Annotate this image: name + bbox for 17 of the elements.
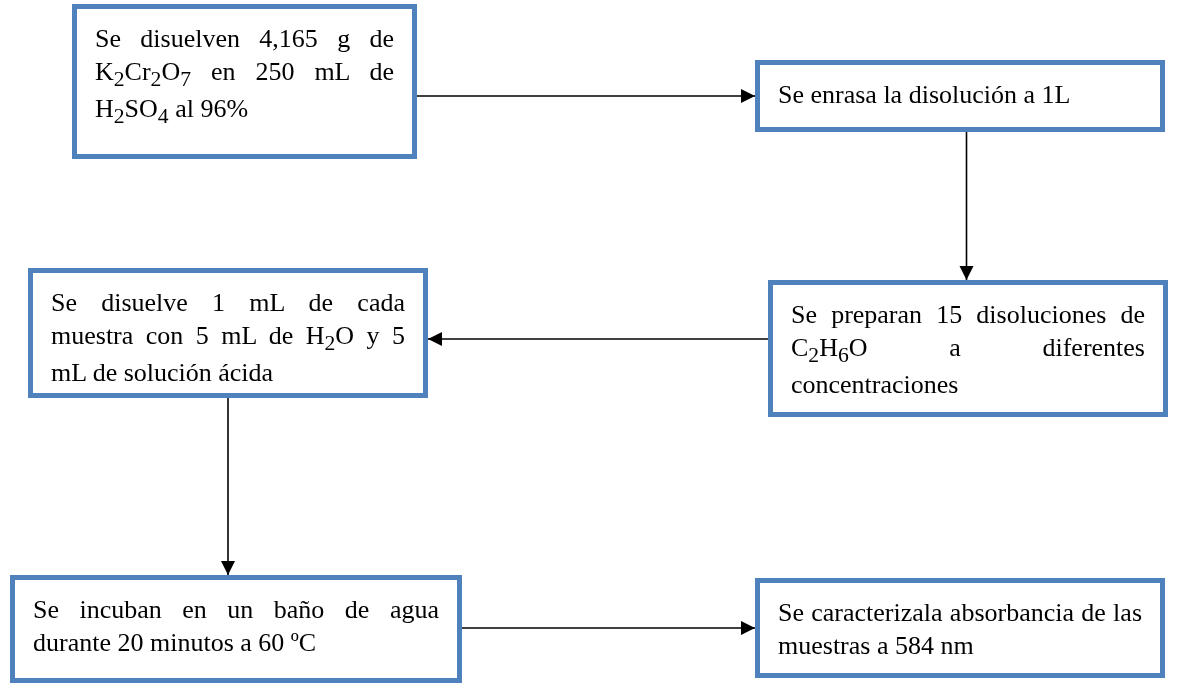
process-box [72,4,417,159]
process-box [755,60,1165,132]
arrow [427,331,769,347]
arrow [416,88,756,104]
step-text: Se incuban en un baño de agua durante 20 minutos a 60 ºC [33,594,439,659]
process-box [28,268,428,398]
arrow [220,397,236,576]
process-box [768,280,1168,417]
arrow [959,131,974,281]
process-box [755,578,1165,678]
step-text: Se disuelve 1 mL de cada muestra con 5 mL de H$_{2}$O y 5 mL de solución ácida [51,287,405,389]
step-text: Se enrasa la disolución a 1L [778,79,1072,111]
step-text: Se caracterizala absorbancia de las muestras a 584 nm [778,597,1142,662]
step-text: Se disuelven 4,165 g de K$_{2}$Cr$_{2}$O$_{7}$ en 250 mL de H$_{2}$SO$_{4}$ al 96% [95,23,394,130]
step-text: Se preparan 15 disoluciones de C$_{2}$H$_{6}$O a diferentes concentraciones [791,299,1145,401]
arrow [461,620,756,636]
process-box [10,575,462,683]
